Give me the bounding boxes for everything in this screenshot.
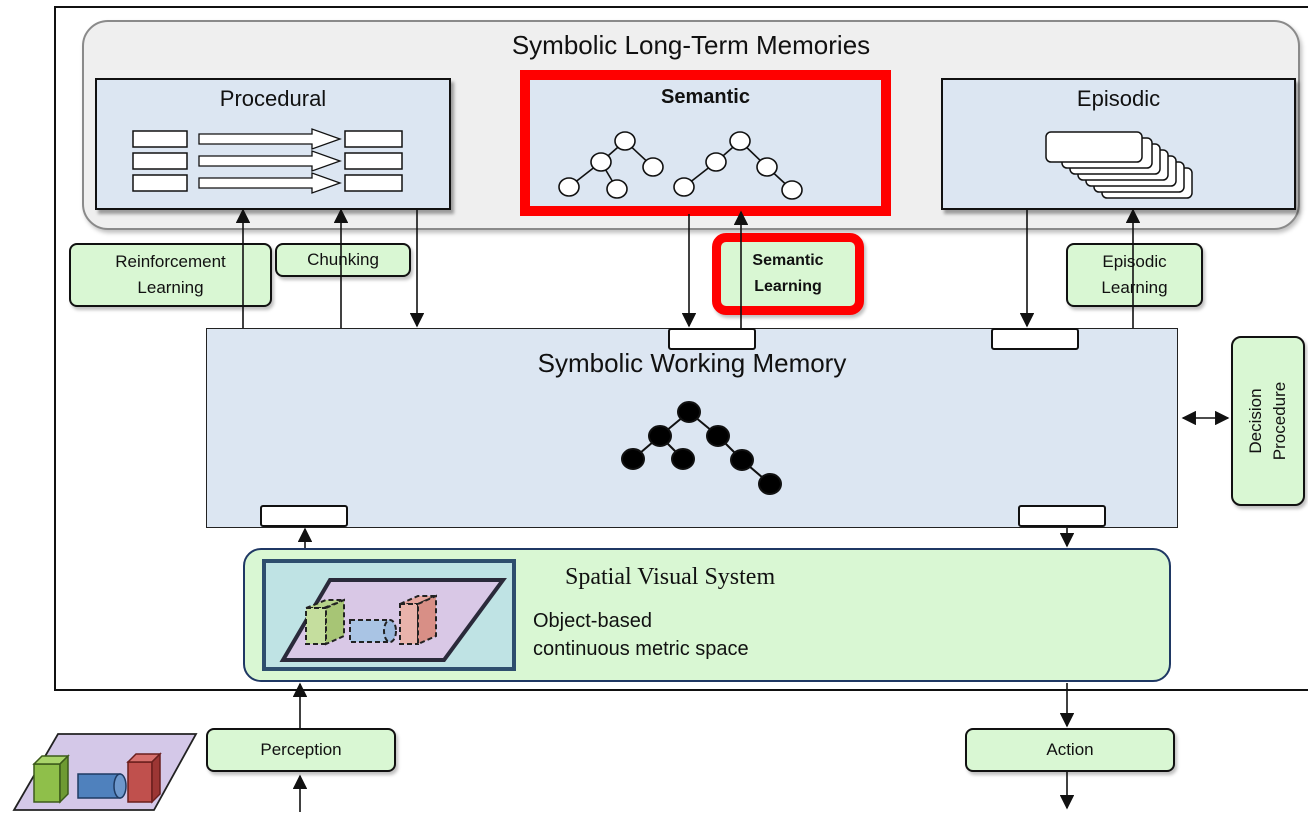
action-label: Action [1046, 740, 1094, 759]
spatial-visual-line1: Object-based [533, 610, 652, 632]
chunking-label: Chunking [307, 250, 379, 269]
working-memory-box [206, 328, 1178, 528]
episodic-stack-icon [1045, 131, 1193, 199]
world-green-cube-icon [32, 754, 70, 804]
reinforcement-learning-line1: Reinforcement [115, 252, 226, 271]
working-memory-title: Symbolic Working Memory [537, 348, 847, 378]
semantic-memory-box: Semantic [520, 70, 891, 216]
episodic-buffer-slot [991, 328, 1079, 350]
semantic-label: Semantic [661, 86, 750, 108]
perception-label: Perception [260, 740, 342, 759]
world-blue-cylinder-icon [77, 773, 127, 799]
spatial-visual-title: Spatial Visual System [565, 564, 776, 590]
spatial-scene-icon [279, 578, 507, 662]
perception-box: Perception [206, 728, 396, 772]
action-buffer-slot [1018, 505, 1106, 527]
green-cube-icon [305, 598, 345, 646]
spatial-visual-line2: continuous metric space [533, 638, 749, 660]
perception-buffer-slot [260, 505, 348, 527]
connection-arrows [235, 208, 1230, 812]
working-memory-tree-icon [621, 401, 782, 495]
chunking-box: Chunking [275, 243, 411, 277]
procedural-label: Procedural [219, 86, 327, 111]
external-world-scene-icon [12, 733, 198, 811]
long-term-memory-title: Symbolic Long-Term Memories [511, 30, 871, 60]
procedural-rules-icon [132, 128, 403, 194]
semantic-tree-icon [558, 131, 803, 200]
semantic-buffer-slot [668, 328, 756, 350]
reinforcement-learning-line2: Learning [137, 278, 204, 297]
episodic-label: Episodic [1076, 86, 1161, 111]
outer-frame [54, 6, 1308, 691]
episodic-learning-line1: Episodic [1102, 252, 1167, 271]
blue-cylinder-icon [349, 619, 397, 643]
world-red-cube-icon [126, 752, 162, 804]
red-cube-icon [399, 594, 437, 646]
semantic-learning-line1: Semantic [752, 252, 824, 269]
action-box: Action [965, 728, 1175, 772]
episodic-learning-line2: Learning [1101, 278, 1168, 297]
semantic-learning-line2: Learning [754, 278, 822, 295]
